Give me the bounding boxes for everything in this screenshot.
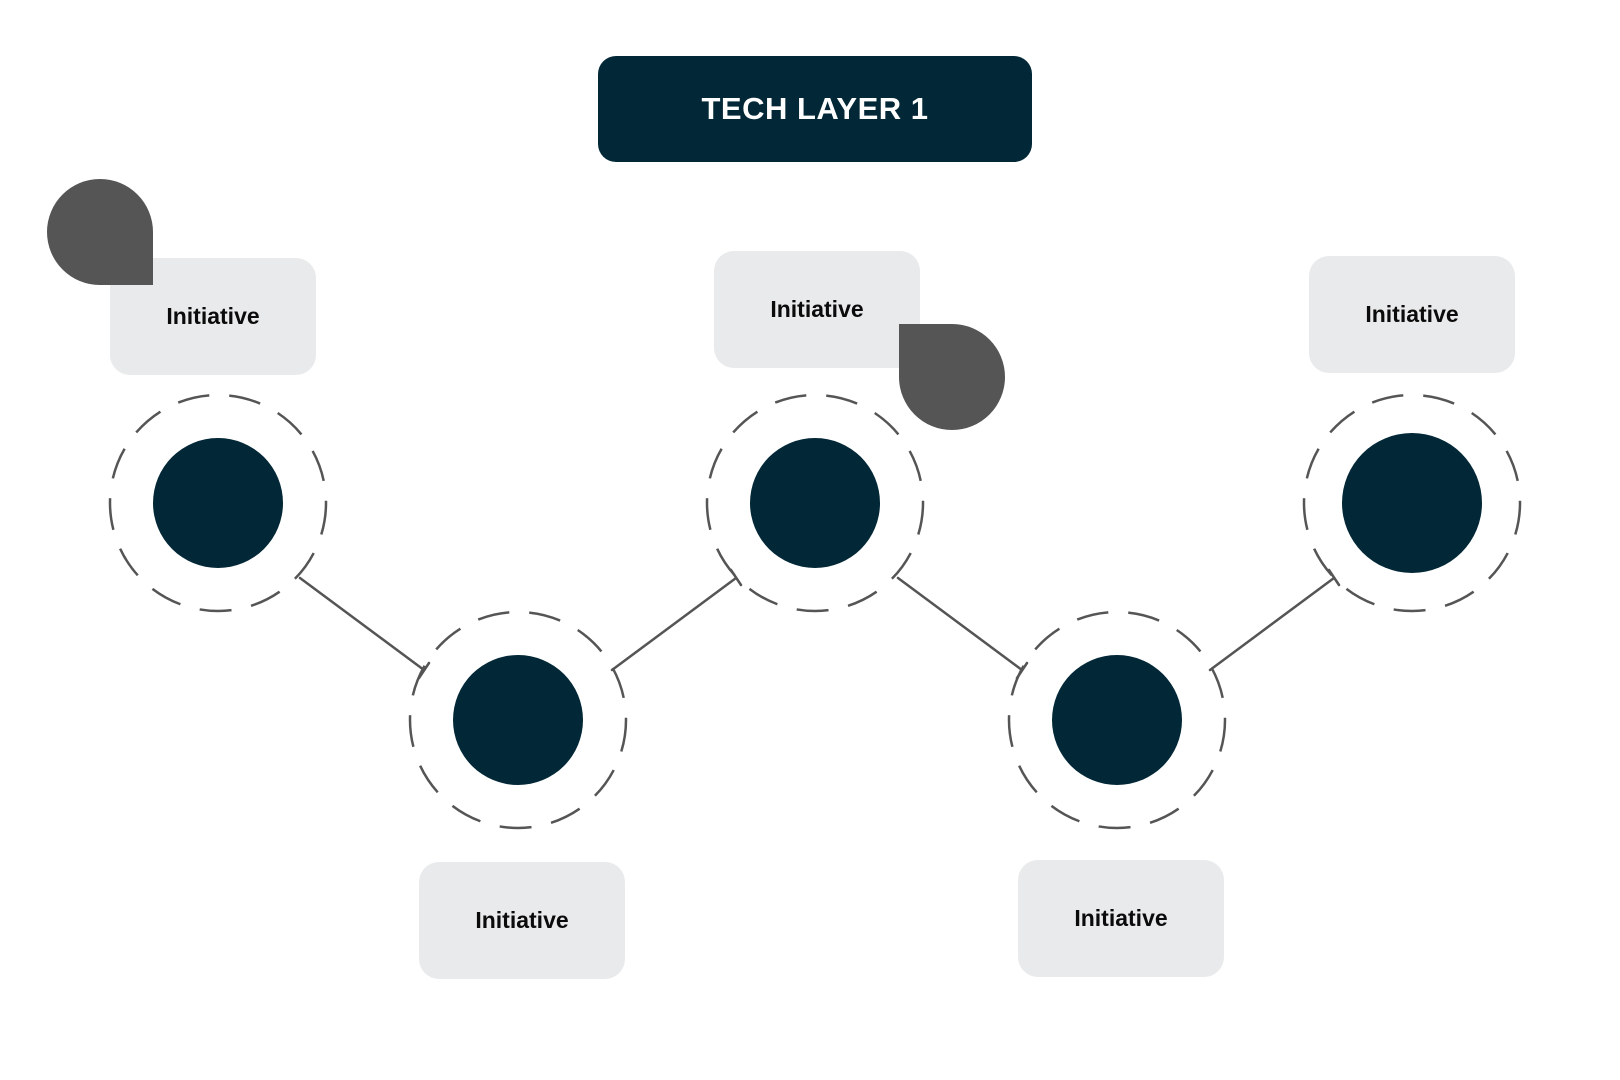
connectors [298, 568, 1341, 680]
node-3[interactable] [750, 438, 880, 568]
initiative-label: Initiative [770, 296, 864, 322]
ring-2 [408, 610, 628, 830]
connector-2-3 [610, 568, 743, 672]
dashed-rings [108, 393, 1522, 830]
initiative-label: Initiative [1074, 905, 1168, 931]
connector-3-4 [896, 576, 1029, 680]
node-5[interactable] [1342, 433, 1482, 573]
initiative-card-1[interactable]: Initiative [110, 258, 316, 375]
initiative-label: Initiative [475, 907, 569, 933]
ring-4 [1007, 610, 1227, 830]
initiative-card-3[interactable]: Initiative [714, 251, 920, 368]
nodes [153, 433, 1482, 785]
initiative-card-5[interactable]: Initiative [1309, 256, 1515, 373]
node-4[interactable] [1052, 655, 1182, 785]
node-2[interactable] [453, 655, 583, 785]
initiative-card-4[interactable]: Initiative [1018, 860, 1224, 977]
node-1[interactable] [153, 438, 283, 568]
connector-4-5 [1208, 568, 1341, 672]
ring-3 [705, 393, 925, 613]
title-banner: TECH LAYER 1 [598, 56, 1032, 162]
page-title: TECH LAYER 1 [701, 91, 929, 126]
ring-1 [108, 393, 328, 613]
initiative-label: Initiative [1365, 301, 1459, 327]
initiative-label: Initiative [166, 303, 260, 329]
initiative-card-2[interactable]: Initiative [419, 862, 625, 979]
connector-1-2 [298, 576, 431, 680]
ring-5 [1302, 393, 1522, 613]
